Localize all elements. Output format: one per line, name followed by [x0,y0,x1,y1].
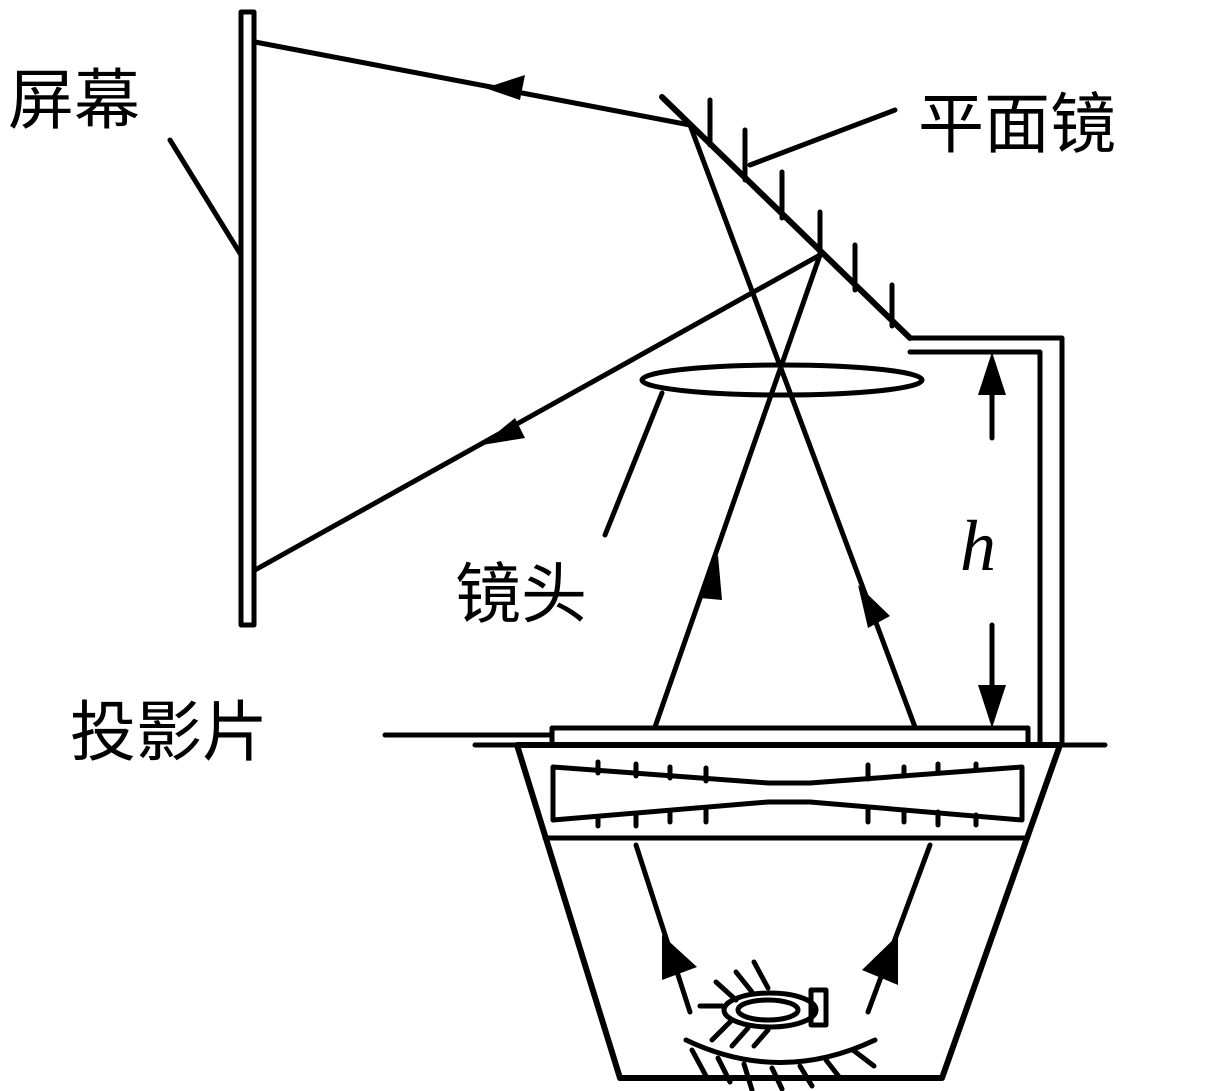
label-plane-mirror: 平面镜 [918,86,1116,163]
label-lens: 镜头 [455,556,587,633]
screen-leader-line [167,137,244,258]
label-screen: 屏幕 [8,62,140,139]
lens [639,362,925,398]
lens-leader-line [602,390,665,538]
light-rays [252,39,933,1015]
stand-outer [907,335,1065,748]
lamp [697,959,829,1049]
plane-mirror [659,94,913,341]
arrow-heads [482,75,898,985]
label-height: h [960,506,996,586]
fresnel-lens [550,759,1025,829]
label-slide: 投影片 [70,694,268,771]
reflector [683,1037,878,1091]
projector-base [514,742,1063,1081]
mirror-leader-line [747,107,898,168]
stand-inner [907,349,1043,748]
screen [238,9,257,628]
